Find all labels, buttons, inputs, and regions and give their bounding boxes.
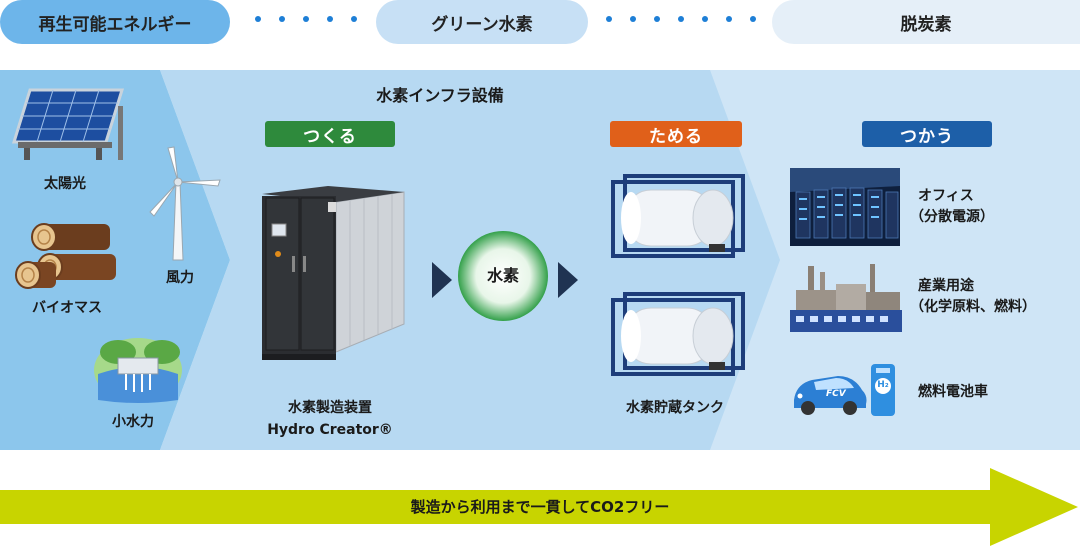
arrow-right-icon xyxy=(432,262,452,298)
flow-dots-2 xyxy=(606,16,766,26)
use-office-title: オフィス xyxy=(918,186,974,206)
infrastructure-title: 水素インフラ設備 xyxy=(340,86,540,106)
hydrogen-station-icon xyxy=(870,362,896,418)
storage-tank-label: 水素貯蔵タンク xyxy=(600,398,750,418)
co2-free-banner-text: 製造から利用まで一貫してCO2フリー xyxy=(300,497,780,517)
flow-step-renewable-label: 再生可能エネルギー xyxy=(39,10,192,35)
small-hydro-label: 小水力 xyxy=(98,412,168,432)
data-center-icon xyxy=(790,168,900,246)
hydrogen-generator-name: 水素製造装置 xyxy=(265,398,395,418)
storage-tank-icon-2 xyxy=(605,290,745,380)
biomass-label: バイオマス xyxy=(22,298,112,318)
stage-use-label: つかう xyxy=(862,121,992,147)
use-industry-title: 産業用途 xyxy=(918,276,974,296)
use-office-detail: （分散電源） xyxy=(910,207,994,227)
car-badge-text: FCV xyxy=(826,389,846,399)
use-fcv-title: 燃料電池車 xyxy=(918,382,988,402)
hydrogen-station-badge: H₂ xyxy=(876,380,890,390)
arrow-right-icon-2 xyxy=(558,262,578,298)
hydrogen-generator-model: Hydro Creator® xyxy=(250,420,410,440)
solar-panel-icon xyxy=(8,86,126,162)
wind-turbine-icon xyxy=(132,146,224,262)
flow-step-green-hydrogen-label: グリーン水素 xyxy=(431,10,532,35)
hydrogen-generator-icon xyxy=(258,184,408,364)
flow-step-green-hydrogen: グリーン水素 xyxy=(376,0,588,44)
wind-label: 風力 xyxy=(150,268,210,288)
flow-step-renewable-energy: 再生可能エネルギー xyxy=(0,0,230,44)
stage-make-text: つくる xyxy=(303,122,357,147)
hydrogen-orb-label: 水素 xyxy=(470,266,536,286)
solar-label: 太陽光 xyxy=(30,174,100,194)
flow-step-decarbonization-label: 脱炭素 xyxy=(901,10,952,35)
storage-tank-icon-1 xyxy=(605,172,745,262)
stage-store-text: ためる xyxy=(649,122,703,147)
stage-store-label: ためる xyxy=(610,121,742,147)
small-hydro-icon xyxy=(88,330,188,406)
stage-make-label: つくる xyxy=(265,121,395,147)
stage-use-text: つかう xyxy=(900,122,954,147)
biomass-logs-icon xyxy=(14,218,120,294)
factory-icon xyxy=(790,262,902,332)
flow-dots-1 xyxy=(255,16,365,26)
flow-step-decarbonization: 脱炭素 xyxy=(772,0,1080,44)
use-industry-detail: （化学原料、燃料） xyxy=(910,297,1036,317)
